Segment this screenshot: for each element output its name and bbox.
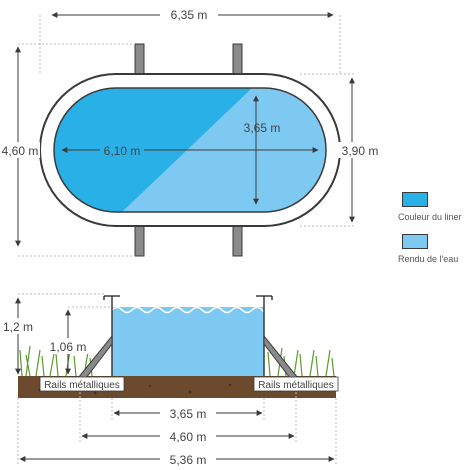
water-height-label: 1,06 m <box>50 340 87 354</box>
total-height-label: 1,2 m <box>3 320 33 334</box>
legend-label-water: Rendu de l'eau <box>398 254 459 264</box>
rail-label-right: Rails métalliques <box>258 380 334 391</box>
legend-swatch-liner <box>402 192 428 207</box>
inner-length-label: 6,10 m <box>104 144 141 158</box>
rail-label-right-box <box>253 376 339 392</box>
post-cap-left <box>103 295 120 300</box>
width-inner-label: 3,65 m <box>170 407 207 421</box>
width-mid-label: 4,60 m <box>170 430 207 444</box>
inner-width-label: 3,65 m <box>244 121 281 135</box>
rail-label-left-box <box>39 376 125 392</box>
rail-label-left: Rails métalliques <box>44 380 120 391</box>
legend-label-liner: Couleur du liner <box>398 212 462 222</box>
post-cap-right <box>256 295 273 300</box>
water-surface-waves <box>111 306 266 314</box>
overall-width-label: 4,60 m <box>2 144 39 158</box>
pool-side-water <box>112 307 264 376</box>
legend-item-water: Rendu de l'eau <box>398 234 468 264</box>
legend: Couleur du liner <box>398 192 468 222</box>
legend-swatch-water <box>402 234 428 249</box>
width-outer-label: 5,36 m <box>170 453 207 467</box>
pool-inner-outline <box>53 87 327 213</box>
outer-width-label: 3,90 m <box>342 144 379 158</box>
overall-length-label: 6,35 m <box>171 8 208 22</box>
